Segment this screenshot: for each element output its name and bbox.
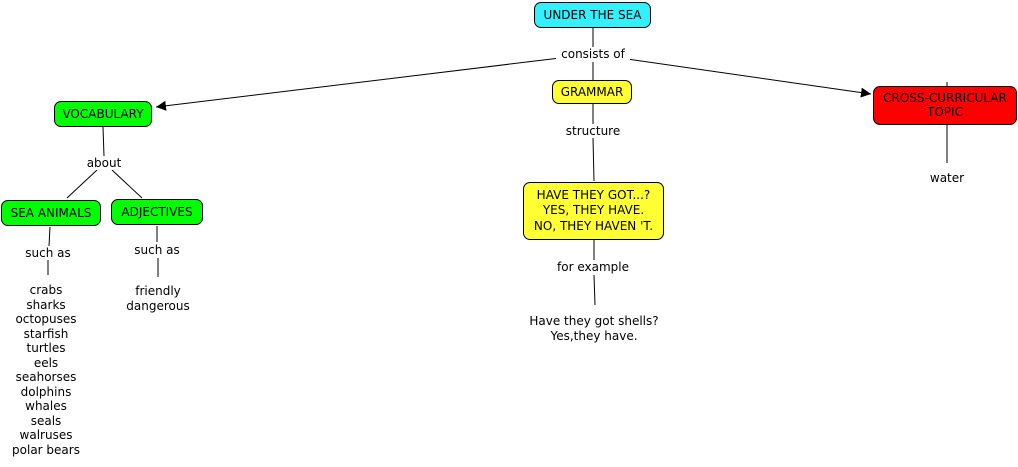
animal-item: dolphins: [20, 384, 72, 399]
node-grammar-label: GRAMMAR: [560, 84, 624, 99]
node-cross-curricular-line-1: CROSS-CURRICULAR: [883, 91, 1007, 105]
animal-item: walruses: [19, 428, 73, 442]
have-they-got-line-1: HAVE THEY GOT...?: [536, 187, 651, 202]
adjective-item: dangerous: [126, 298, 190, 313]
animal-item: octopuses: [15, 312, 77, 326]
animal-item: sharks: [26, 297, 66, 312]
link-structure: structure: [560, 124, 626, 138]
node-sea-animals: SEA ANIMALS: [1, 200, 101, 226]
line-about-sea-animals: [66, 169, 98, 199]
grammar-example: Have they got shells? Yes,they have.: [519, 314, 669, 343]
node-have-they-got: HAVE THEY GOT...? YES, THEY HAVE. NO, TH…: [523, 182, 664, 240]
animal-item: crabs: [29, 283, 63, 297]
animal-item: eels: [33, 355, 59, 370]
arrow-to-vocabulary: [155, 57, 561, 111]
node-sea-animals-label: SEA ANIMALS: [10, 205, 92, 220]
node-vocabulary-label: VOCABULARY: [62, 106, 144, 121]
animal-item: starfish: [23, 326, 69, 341]
adjective-item: friendly: [135, 284, 181, 298]
link-about: about: [84, 156, 124, 170]
arrow-to-cross-curricular: [626, 58, 872, 98]
node-under-the-sea-label: UNDER THE SEA: [543, 7, 642, 22]
link-such-as-adjectives: such as: [131, 243, 183, 257]
node-cross-curricular-line-2: TOPIC: [927, 105, 963, 119]
node-grammar: GRAMMAR: [552, 80, 632, 104]
animal-list: crabs sharks octopuses starfish turtles …: [6, 283, 86, 457]
node-vocabulary: VOCABULARY: [54, 101, 152, 127]
example-answer: Yes,they have.: [550, 328, 638, 343]
line-forexample-example: [593, 274, 596, 306]
have-they-got-line-2: YES, THEY HAVE.: [542, 203, 645, 218]
animal-item: seals: [30, 413, 62, 428]
topic-water: water: [929, 171, 965, 185]
line-structure-haveTheyGot: [592, 137, 595, 182]
animal-item: seahorses: [15, 370, 77, 384]
node-cross-curricular: CROSS-CURRICULAR TOPIC: [873, 86, 1017, 125]
example-question: Have they got shells?: [529, 314, 659, 328]
line-vocab-about: [102, 126, 105, 157]
animal-item: turtles: [26, 341, 66, 355]
animal-item: whales: [25, 399, 67, 413]
link-such-as-animals: such as: [22, 246, 74, 260]
line-about-adjectives: [111, 169, 143, 199]
node-adjectives-label: ADJECTIVES: [121, 204, 193, 219]
animal-item: polar bears: [12, 442, 80, 457]
line-seaanimals-suchas: [48, 226, 51, 247]
node-adjectives: ADJECTIVES: [111, 199, 203, 225]
adjective-list: friendly dangerous: [118, 284, 198, 313]
link-consists-of: consists of: [556, 47, 630, 61]
have-they-got-line-3: NO, THEY HAVEN 'T.: [533, 218, 654, 233]
link-for-example: for example: [553, 260, 633, 274]
node-under-the-sea: UNDER THE SEA: [534, 2, 651, 28]
